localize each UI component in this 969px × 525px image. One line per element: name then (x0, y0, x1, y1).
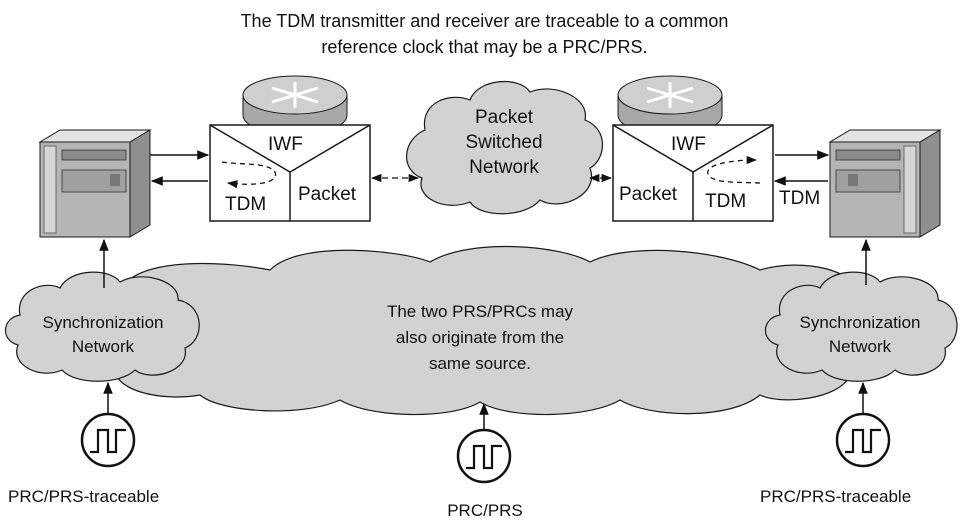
loopback-path-right (707, 155, 761, 184)
packet-switched-network-cloud (406, 80, 603, 215)
iwf-right-tdm-label: TDM (705, 191, 747, 212)
sync-network-cloud-right (764, 271, 958, 382)
caption-line-2: reference clock that may be a PRC/PRS. (321, 37, 648, 57)
iwf-right-title: IWF (671, 134, 706, 155)
server-icon (38, 129, 152, 238)
sync-left-line-2: Network (71, 337, 135, 356)
iwf-left-packet-label: Packet (298, 184, 357, 205)
common-note-line-2: also originate from the (395, 328, 565, 347)
psn-label-line-1: Packet (474, 107, 534, 128)
common-note-line-3: same source. (428, 354, 532, 373)
tdm-right-label: TDM (779, 188, 821, 209)
loopback-path-left (221, 161, 277, 189)
psn-label-line-3: Network (469, 157, 539, 178)
caption-line-1: The TDM transmitter and receiver are tra… (240, 11, 729, 31)
clock-center-label: PRC/PRS (447, 501, 523, 520)
iwf-left-title: IWF (268, 134, 303, 155)
sync-left-line-1: Synchronization (42, 313, 164, 332)
sync-right-line-1: Synchronization (799, 313, 921, 332)
sync-network-cloud-left (4, 271, 200, 382)
sync-right-line-2: Network (828, 337, 892, 356)
iwf-box-left (209, 124, 371, 222)
clock-pulse-icon (80, 412, 136, 468)
server-icon (828, 129, 942, 238)
common-note-line-1: The two PRS/PRCs may (386, 302, 574, 321)
iwf-box-right (612, 124, 774, 222)
clock-pulse-icon (835, 412, 891, 468)
psn-label-line-2: Switched (465, 132, 543, 153)
common-reference-cloud (92, 245, 887, 416)
clock-right-label: PRC/PRS-traceable (760, 487, 912, 506)
clock-left-label: PRC/PRS-traceable (8, 487, 160, 506)
clock-pulse-icon (456, 428, 512, 484)
iwf-left-tdm-label: TDM (225, 194, 267, 215)
iwf-right-packet-label: Packet (619, 184, 678, 205)
